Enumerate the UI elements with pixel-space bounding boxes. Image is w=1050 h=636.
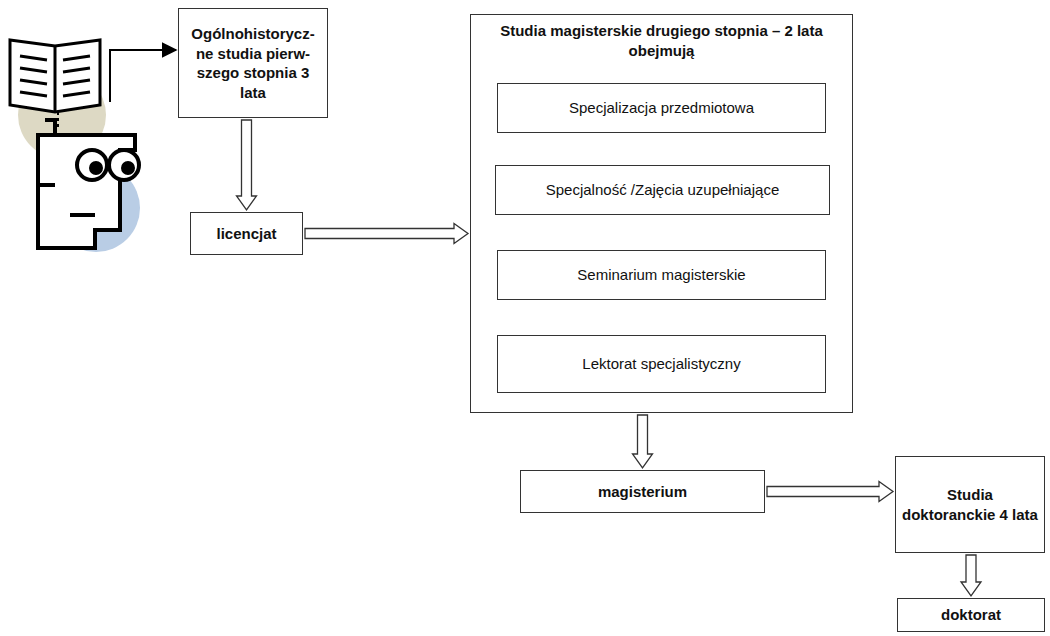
degree-box: licencjat [190,212,303,255]
box-label: Ogólnohistorycz- ne studia pierw- szego … [185,24,321,102]
book-icon [10,40,100,112]
box-label: Specjalizacja przedmiotowa [569,98,754,118]
hollow-arrow [305,224,468,244]
degree-box: magisterium [520,470,765,513]
box-label: Specjalność /Zajęcia uzupełniające [546,180,779,200]
component-box: Seminarium magisterskie [497,250,826,300]
stage-box: Studia doktoranckie 4 lata [895,456,1045,553]
hollow-arrow [237,120,257,210]
stage-box: Ogólnohistorycz- ne studia pierw- szego … [178,8,328,118]
box-label: Studia doktoranckie 4 lata [902,485,1038,524]
face-icon [38,120,139,248]
component-box: Specjalizacja przedmiotowa [497,83,826,133]
box-label: doktorat [941,605,1001,625]
dotted-link [57,112,59,128]
component-box: Lektorat specjalistyczny [497,335,826,393]
program-container: Studia magisterskie drugiego stopnia – 2… [470,14,853,413]
box-label: licencjat [216,224,276,244]
box-label: Lektorat specjalistyczny [582,354,740,374]
container-heading: Studia magisterskie drugiego stopnia – 2… [477,21,846,60]
box-label: magisterium [598,482,687,502]
component-box: Specjalność /Zajęcia uzupełniające [495,165,830,215]
pointer-arrow [110,50,176,102]
student-illustration [10,40,176,252]
hollow-arrow [961,555,981,596]
box-label: Seminarium magisterskie [577,265,745,285]
hollow-arrow [633,415,653,468]
hollow-arrow [767,482,893,502]
degree-box: doktorat [897,598,1045,632]
